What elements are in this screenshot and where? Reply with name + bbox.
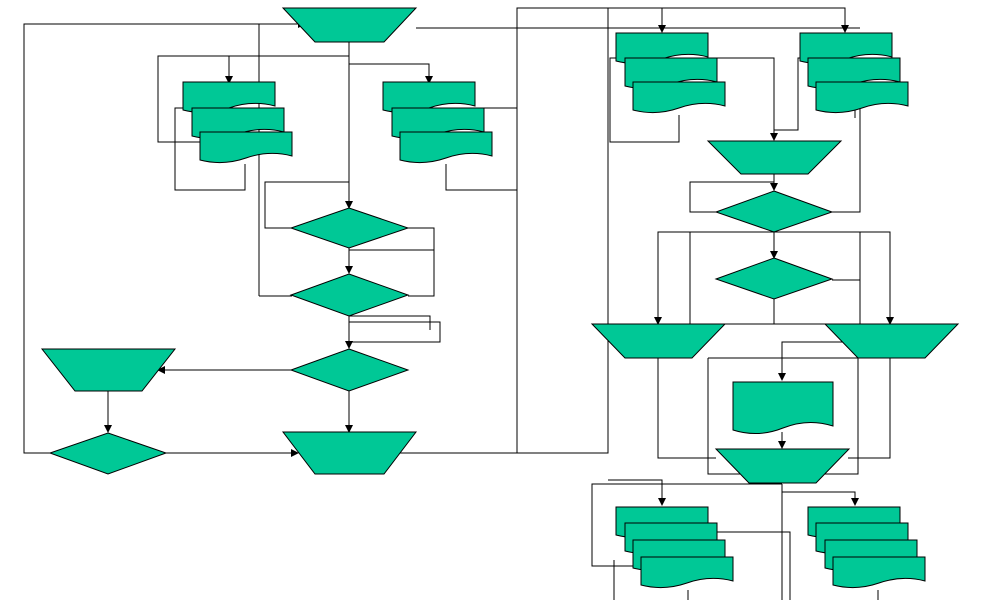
connector-lines: [23, 7, 894, 600]
connector: [848, 358, 891, 459]
connector: [400, 8, 609, 454]
manual-operation-shape: [823, 323, 960, 359]
connector: [712, 531, 791, 600]
manual-operation-shape: [714, 448, 851, 484]
connector: [774, 231, 894, 325]
connector: [609, 57, 680, 143]
multi-document-shape: [382, 81, 493, 164]
connector: [408, 227, 435, 297]
connector: [264, 181, 349, 229]
manual-operation-shape: [40, 348, 177, 392]
connector: [608, 479, 666, 506]
connector: [661, 483, 782, 505]
connector: [157, 55, 229, 143]
connector: [23, 20, 306, 454]
multi-document-shape: [615, 506, 734, 589]
connector: [349, 321, 441, 343]
decision-diamond: [714, 190, 834, 233]
multi-document-shape: [182, 81, 293, 164]
connector: [349, 63, 433, 84]
connector: [174, 107, 246, 191]
manual-operation-shape: [706, 140, 843, 175]
decision-diamond: [289, 207, 410, 249]
connector: [516, 7, 608, 453]
multi-document-shape: [615, 32, 726, 114]
connector: [689, 181, 774, 213]
connector: [716, 57, 778, 141]
document-shape: [732, 381, 834, 434]
decision-diamond: [289, 348, 410, 392]
connector: [349, 315, 431, 330]
manual-operation-shape: [281, 431, 418, 475]
multi-document-shape: [799, 32, 909, 114]
manual-operation-shape: [590, 323, 727, 359]
flowchart-shapes: [40, 7, 960, 589]
manual-operation-shape: [281, 7, 418, 43]
connector: [591, 483, 662, 567]
multi-document-shape: [807, 506, 926, 589]
decision-diamond: [289, 273, 410, 317]
decision-diamond: [48, 432, 168, 475]
connector: [774, 57, 808, 131]
decision-diamond: [714, 257, 834, 300]
connector: [225, 55, 349, 84]
connector: [657, 358, 716, 459]
connector: [782, 491, 859, 506]
connector: [778, 341, 860, 381]
connector: [707, 357, 859, 475]
connector: [662, 7, 849, 33]
connector: [654, 231, 774, 325]
